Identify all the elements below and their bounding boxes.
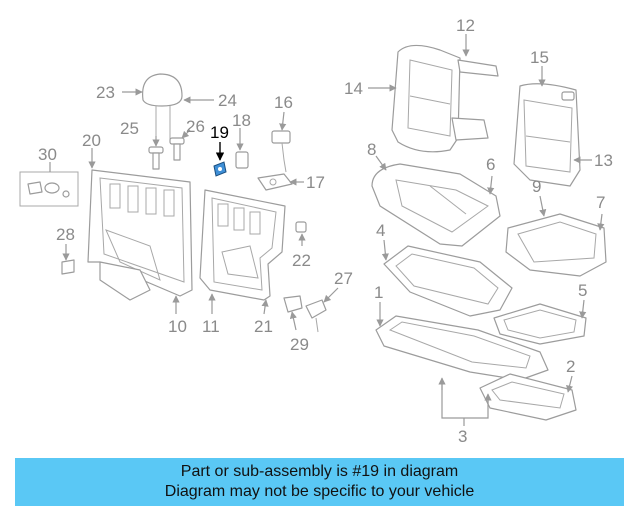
clip-18 [235, 151, 249, 169]
latch-16 [271, 130, 291, 173]
label-13[interactable]: 13 [594, 151, 613, 170]
seat-frame-2 [479, 373, 577, 421]
label-12[interactable]: 12 [456, 16, 475, 35]
seat-pad-4 [383, 245, 513, 317]
banner-line-1: Part or sub-assembly is #19 in diagram [180, 463, 459, 480]
label-29[interactable]: 29 [290, 335, 309, 354]
seat-cushion-8 [371, 163, 501, 247]
info-banner: Part or sub-assembly is #19 in diagram D… [15, 458, 624, 506]
label-3[interactable]: 3 [458, 427, 467, 446]
seatback-cushion-upper [391, 44, 499, 153]
label-11[interactable]: 11 [202, 317, 220, 336]
hinge-27 [305, 299, 327, 333]
leader-lines [49, 34, 605, 426]
label-25[interactable]: 25 [120, 119, 139, 138]
seatback-frame-right [199, 189, 286, 301]
label-17[interactable]: 17 [306, 173, 325, 192]
label-15[interactable]: 15 [530, 48, 549, 67]
hinge-29 [283, 295, 303, 313]
label-8[interactable]: 8 [367, 140, 376, 159]
label-2[interactable]: 2 [566, 357, 575, 376]
label-18[interactable]: 18 [232, 111, 251, 130]
label-23[interactable]: 23 [96, 83, 115, 102]
bracket-17 [257, 173, 293, 191]
seatback-frame-left [87, 169, 193, 301]
label-27[interactable]: 27 [334, 269, 353, 288]
bolt-26 [169, 137, 185, 161]
label-26[interactable]: 26 [186, 117, 205, 136]
seatback-cushion-15 [513, 83, 581, 187]
clip-22 [295, 221, 307, 233]
banner-line-2: Diagram may not be specific to your vehi… [164, 483, 475, 500]
label-7[interactable]: 7 [596, 193, 605, 212]
bolt-25 [148, 146, 164, 170]
label-4[interactable]: 4 [376, 221, 385, 240]
label-10[interactable]: 10 [168, 317, 187, 336]
clip-28 [61, 259, 75, 275]
label-28[interactable]: 28 [56, 225, 75, 244]
label-1[interactable]: 1 [374, 283, 383, 302]
part-labels: 12 15 14 13 8 6 9 7 4 5 1 2 3 23 24 25 2… [38, 16, 613, 446]
kit-30 [19, 171, 79, 207]
label-16[interactable]: 16 [274, 93, 293, 112]
label-6[interactable]: 6 [486, 155, 495, 174]
seat-frame-1 [375, 315, 549, 381]
label-22[interactable]: 22 [292, 251, 311, 270]
label-14[interactable]: 14 [344, 79, 363, 98]
seat-pad-5 [493, 303, 587, 345]
label-5[interactable]: 5 [578, 281, 587, 300]
label-30[interactable]: 30 [38, 145, 57, 164]
label-9[interactable]: 9 [532, 177, 541, 196]
label-24[interactable]: 24 [218, 91, 237, 110]
headrest [142, 73, 183, 140]
label-20[interactable]: 20 [82, 131, 101, 150]
label-19[interactable]: 19 [210, 123, 229, 142]
seat-cushion-9 [505, 213, 607, 277]
part-19-highlight[interactable] [213, 161, 227, 177]
label-21[interactable]: 21 [254, 317, 273, 336]
